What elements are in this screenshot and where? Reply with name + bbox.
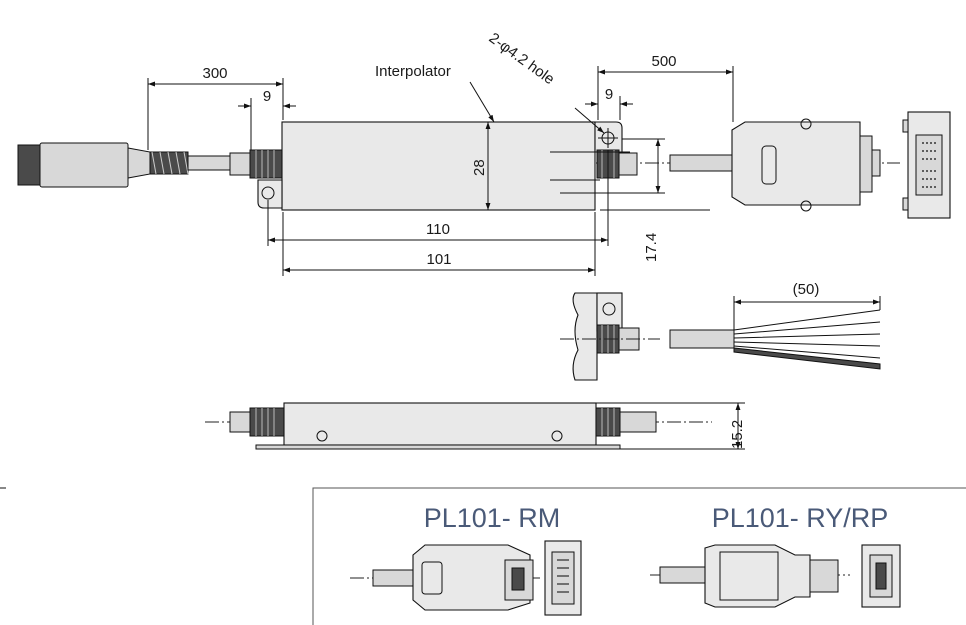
loose-wire-view: (50) bbox=[560, 281, 881, 381]
dim-9-left: 9 bbox=[263, 88, 271, 105]
dsub-end-view bbox=[902, 111, 951, 219]
interpolator-label: Interpolator bbox=[375, 63, 451, 80]
interpolator-body bbox=[257, 121, 623, 211]
dim-15-2: 15.2 bbox=[729, 420, 746, 449]
right-strain-relief bbox=[596, 149, 733, 179]
dim-110: 110 bbox=[426, 221, 450, 238]
dim-500: 500 bbox=[651, 53, 676, 70]
variant-rm-title: PL101- RM bbox=[424, 503, 561, 533]
dsub-connector bbox=[731, 118, 881, 212]
dim-101: 101 bbox=[426, 251, 451, 268]
ry-rp-connector-drawing bbox=[650, 544, 901, 608]
variant-ry-rp-title: PL101- RY/RP bbox=[712, 503, 889, 533]
left-strain-relief bbox=[229, 149, 285, 179]
side-view: 15.2 bbox=[205, 402, 746, 450]
dim-17-4: 17.4 bbox=[643, 233, 660, 262]
rm-connector-drawing bbox=[350, 540, 582, 616]
dim-9-right: 9 bbox=[605, 86, 613, 103]
dim-50: (50) bbox=[793, 281, 820, 298]
left-plug bbox=[17, 142, 234, 188]
hole-label: 2-φ4.2 hole bbox=[486, 29, 558, 88]
top-view: 300 9 Interpolator 2-φ4.2 hole 500 9 28 bbox=[17, 29, 951, 276]
dim-300: 300 bbox=[202, 65, 227, 82]
variants-panel: PL101- RM PL101- RY/RP bbox=[312, 487, 966, 625]
dim-28: 28 bbox=[471, 159, 488, 176]
